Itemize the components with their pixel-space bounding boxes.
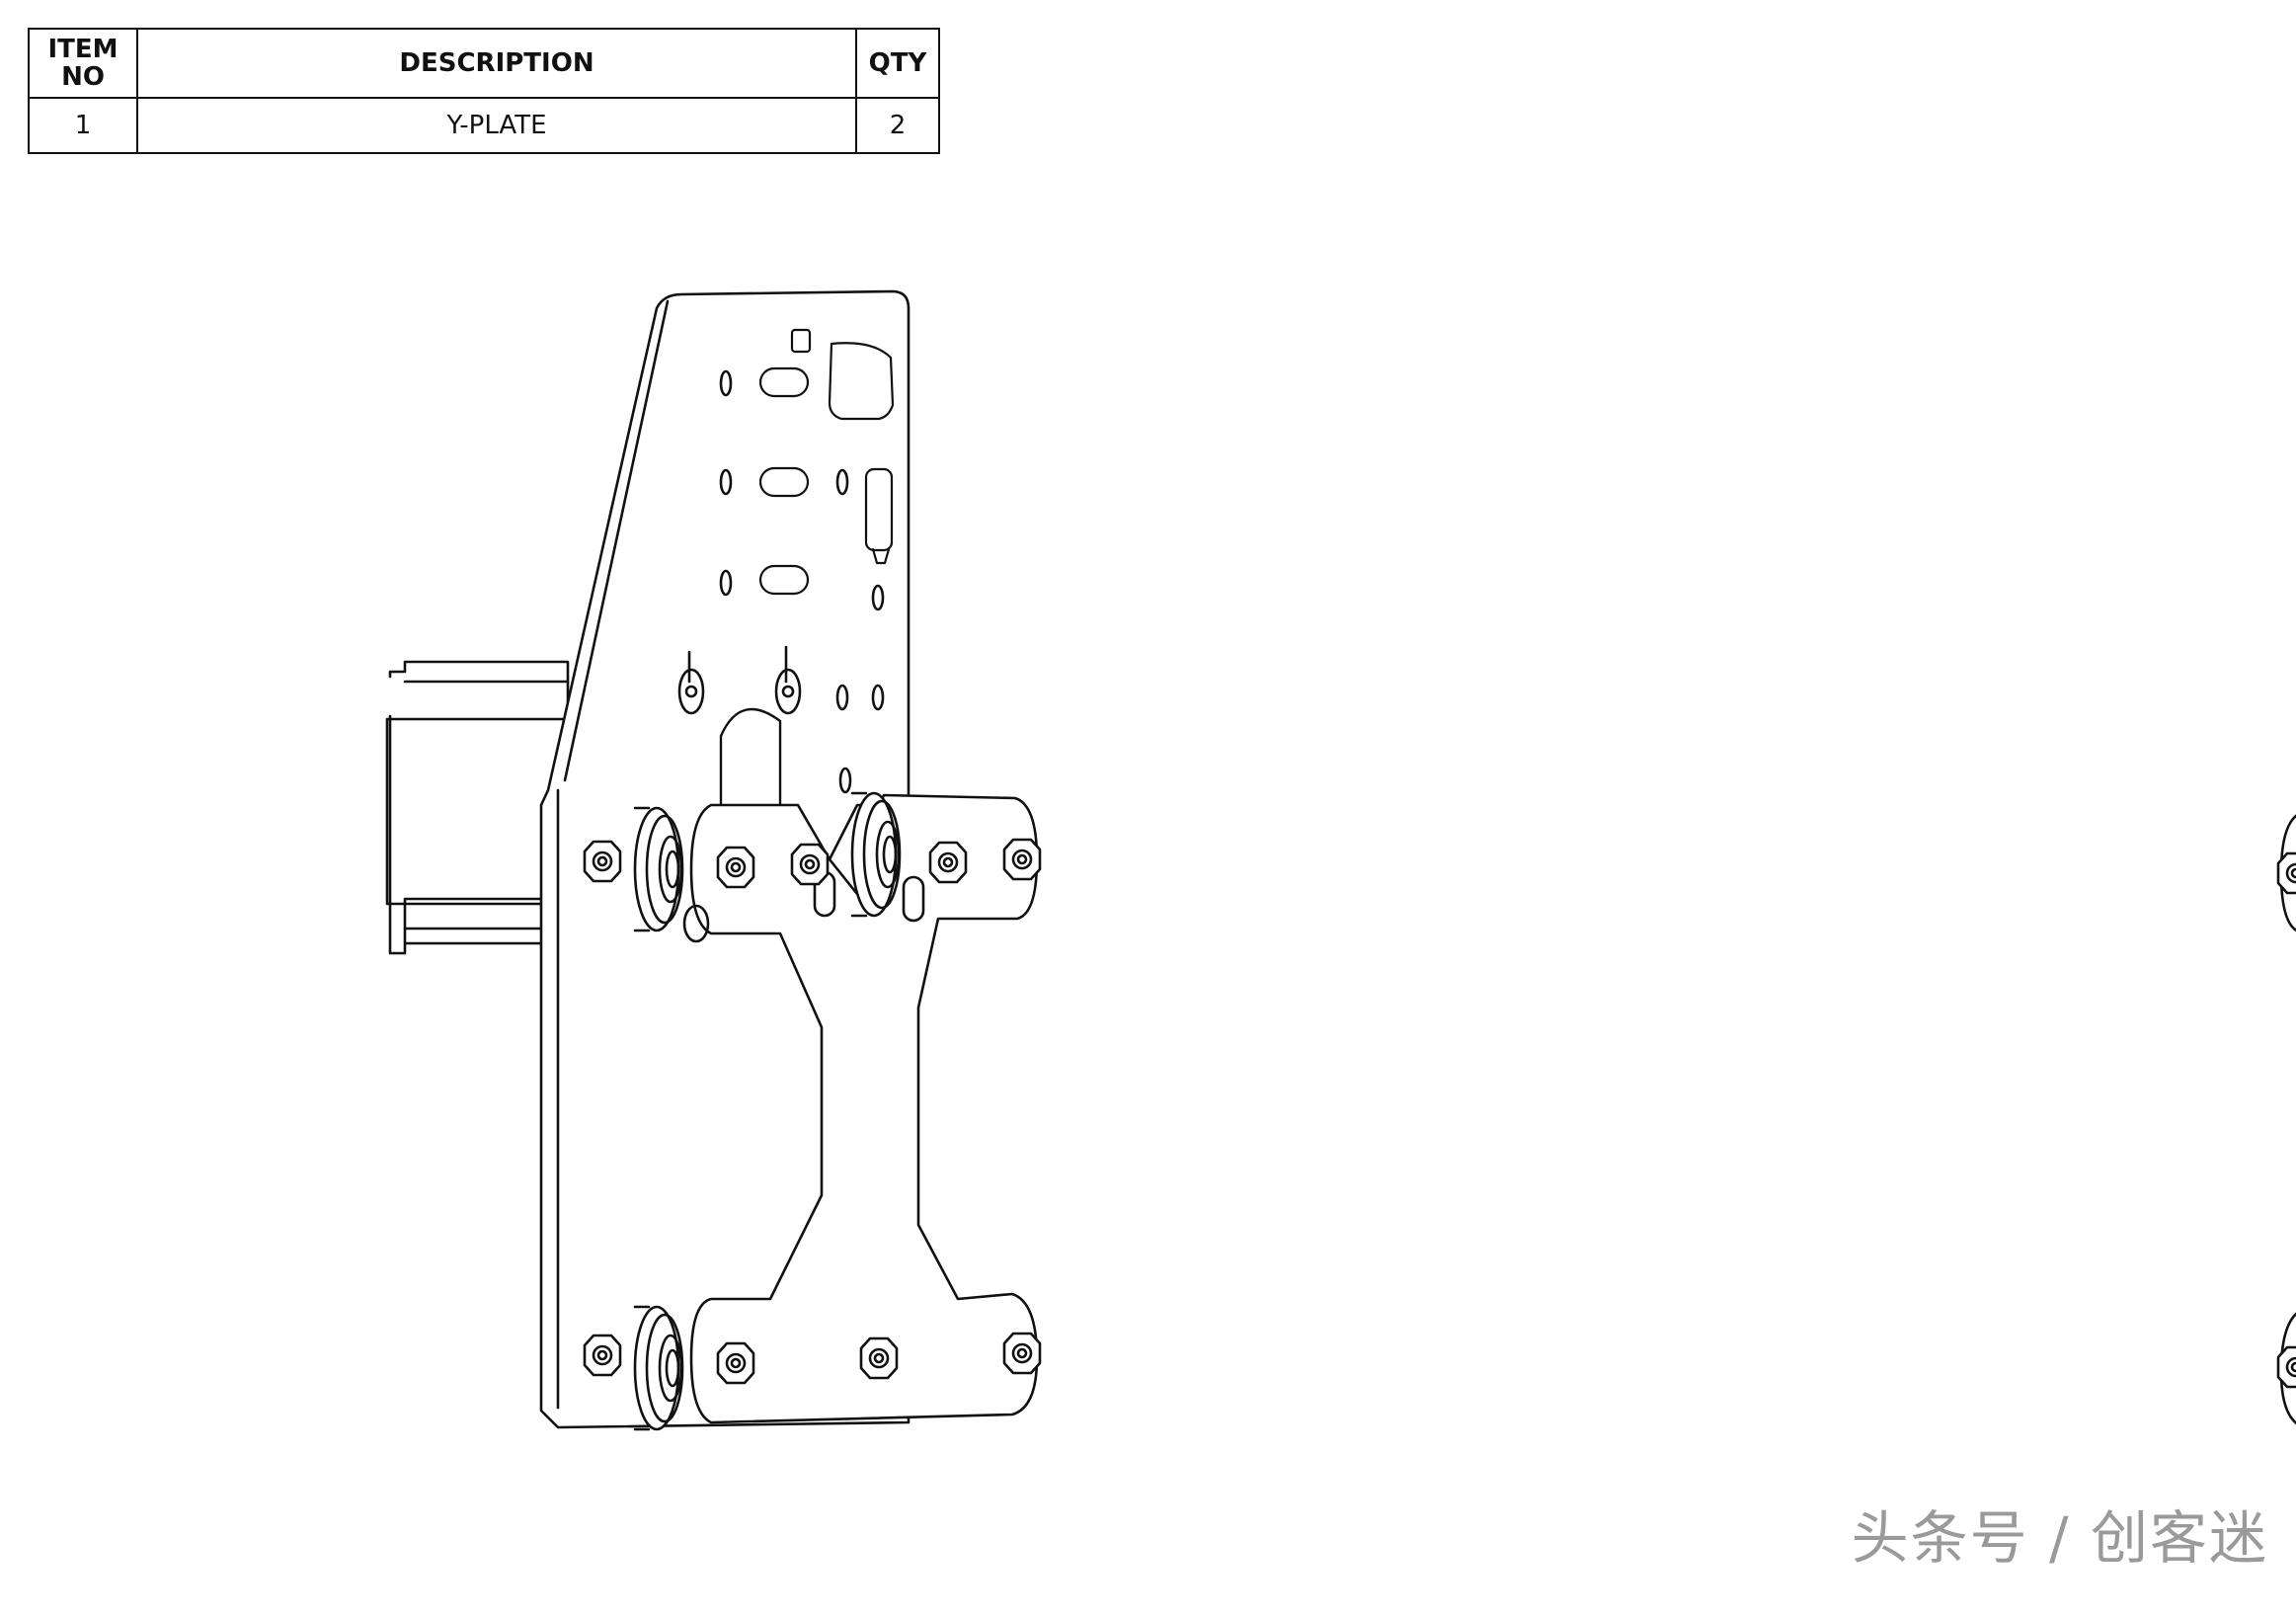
carriage-plate-right — [2279, 814, 2296, 1425]
y-plate-left — [385, 289, 1042, 1431]
bill-of-materials-table: ITEM NO DESCRIPTION QTY 1 Y-PLATE 2 — [28, 28, 940, 154]
watermark-text: 头条号 / 创客迷 — [1851, 1504, 2268, 1572]
bom-header-description: DESCRIPTION — [136, 28, 857, 99]
bom-row: 1 Y-PLATE 2 — [28, 97, 940, 154]
bom-cell-description: Y-PLATE — [136, 97, 857, 154]
bom-header-qty: QTY — [855, 28, 940, 99]
bom-cell-item-no: 1 — [28, 97, 138, 154]
bom-cell-qty: 2 — [855, 97, 940, 154]
bom-header-item-no-text: ITEM NO — [47, 35, 119, 92]
y-plate-right — [2276, 814, 2296, 1425]
bom-header-row: ITEM NO DESCRIPTION QTY — [28, 28, 940, 99]
bom-header-item-no: ITEM NO — [28, 28, 138, 99]
